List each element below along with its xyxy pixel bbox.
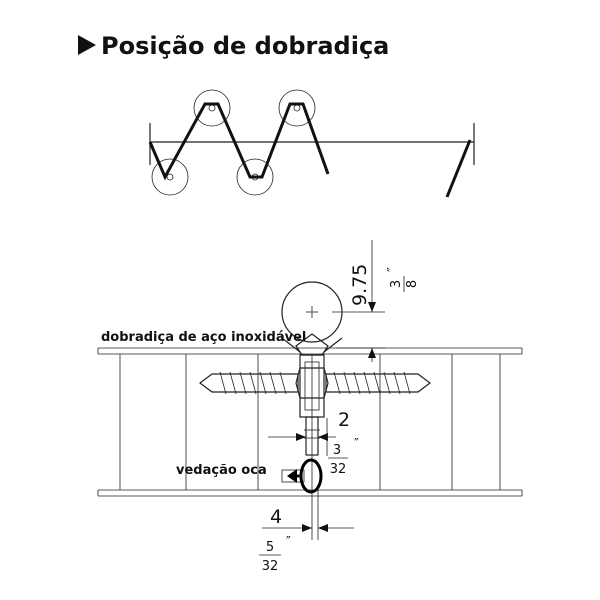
svg-text:5: 5	[266, 540, 274, 555]
hinge-circle	[193, 89, 231, 127]
svg-text:″: ″	[354, 437, 359, 452]
seal-arrow-icon	[287, 469, 297, 483]
svg-text:″: ″	[386, 267, 401, 272]
svg-text:″: ″	[286, 535, 291, 550]
diagram-title: Posição de dobradiça	[101, 32, 389, 60]
right-triangle-icon	[78, 35, 96, 55]
svg-text:3: 3	[333, 443, 341, 458]
svg-text:3: 3	[389, 280, 404, 288]
svg-text:32: 32	[330, 462, 347, 477]
hinge-circle	[278, 89, 316, 127]
folding-panels	[148, 102, 330, 181]
seal-label: vedação oca	[176, 463, 267, 478]
dimension-bottom: 4 5 32 ″	[259, 490, 354, 574]
dim-bottom-value: 4	[270, 506, 282, 528]
hinge-label: dobradiça de aço inoxidável	[101, 330, 306, 345]
dim-mid-value: 2	[338, 409, 350, 431]
hinge-circle	[236, 158, 274, 196]
screw-right	[325, 373, 431, 393]
hinge-position-schematic	[148, 89, 475, 198]
svg-text:32: 32	[262, 559, 279, 574]
hinge-circle	[151, 158, 189, 196]
dimension-mid: 2 3 32 ″	[268, 409, 359, 477]
dim-top-value: 9.75	[349, 264, 371, 306]
section-view	[97, 281, 523, 540]
svg-text:8: 8	[405, 280, 420, 288]
title-block: Posição de dobradiça	[78, 32, 389, 60]
dimension-top: 9.75 3 8 ″	[332, 240, 420, 362]
